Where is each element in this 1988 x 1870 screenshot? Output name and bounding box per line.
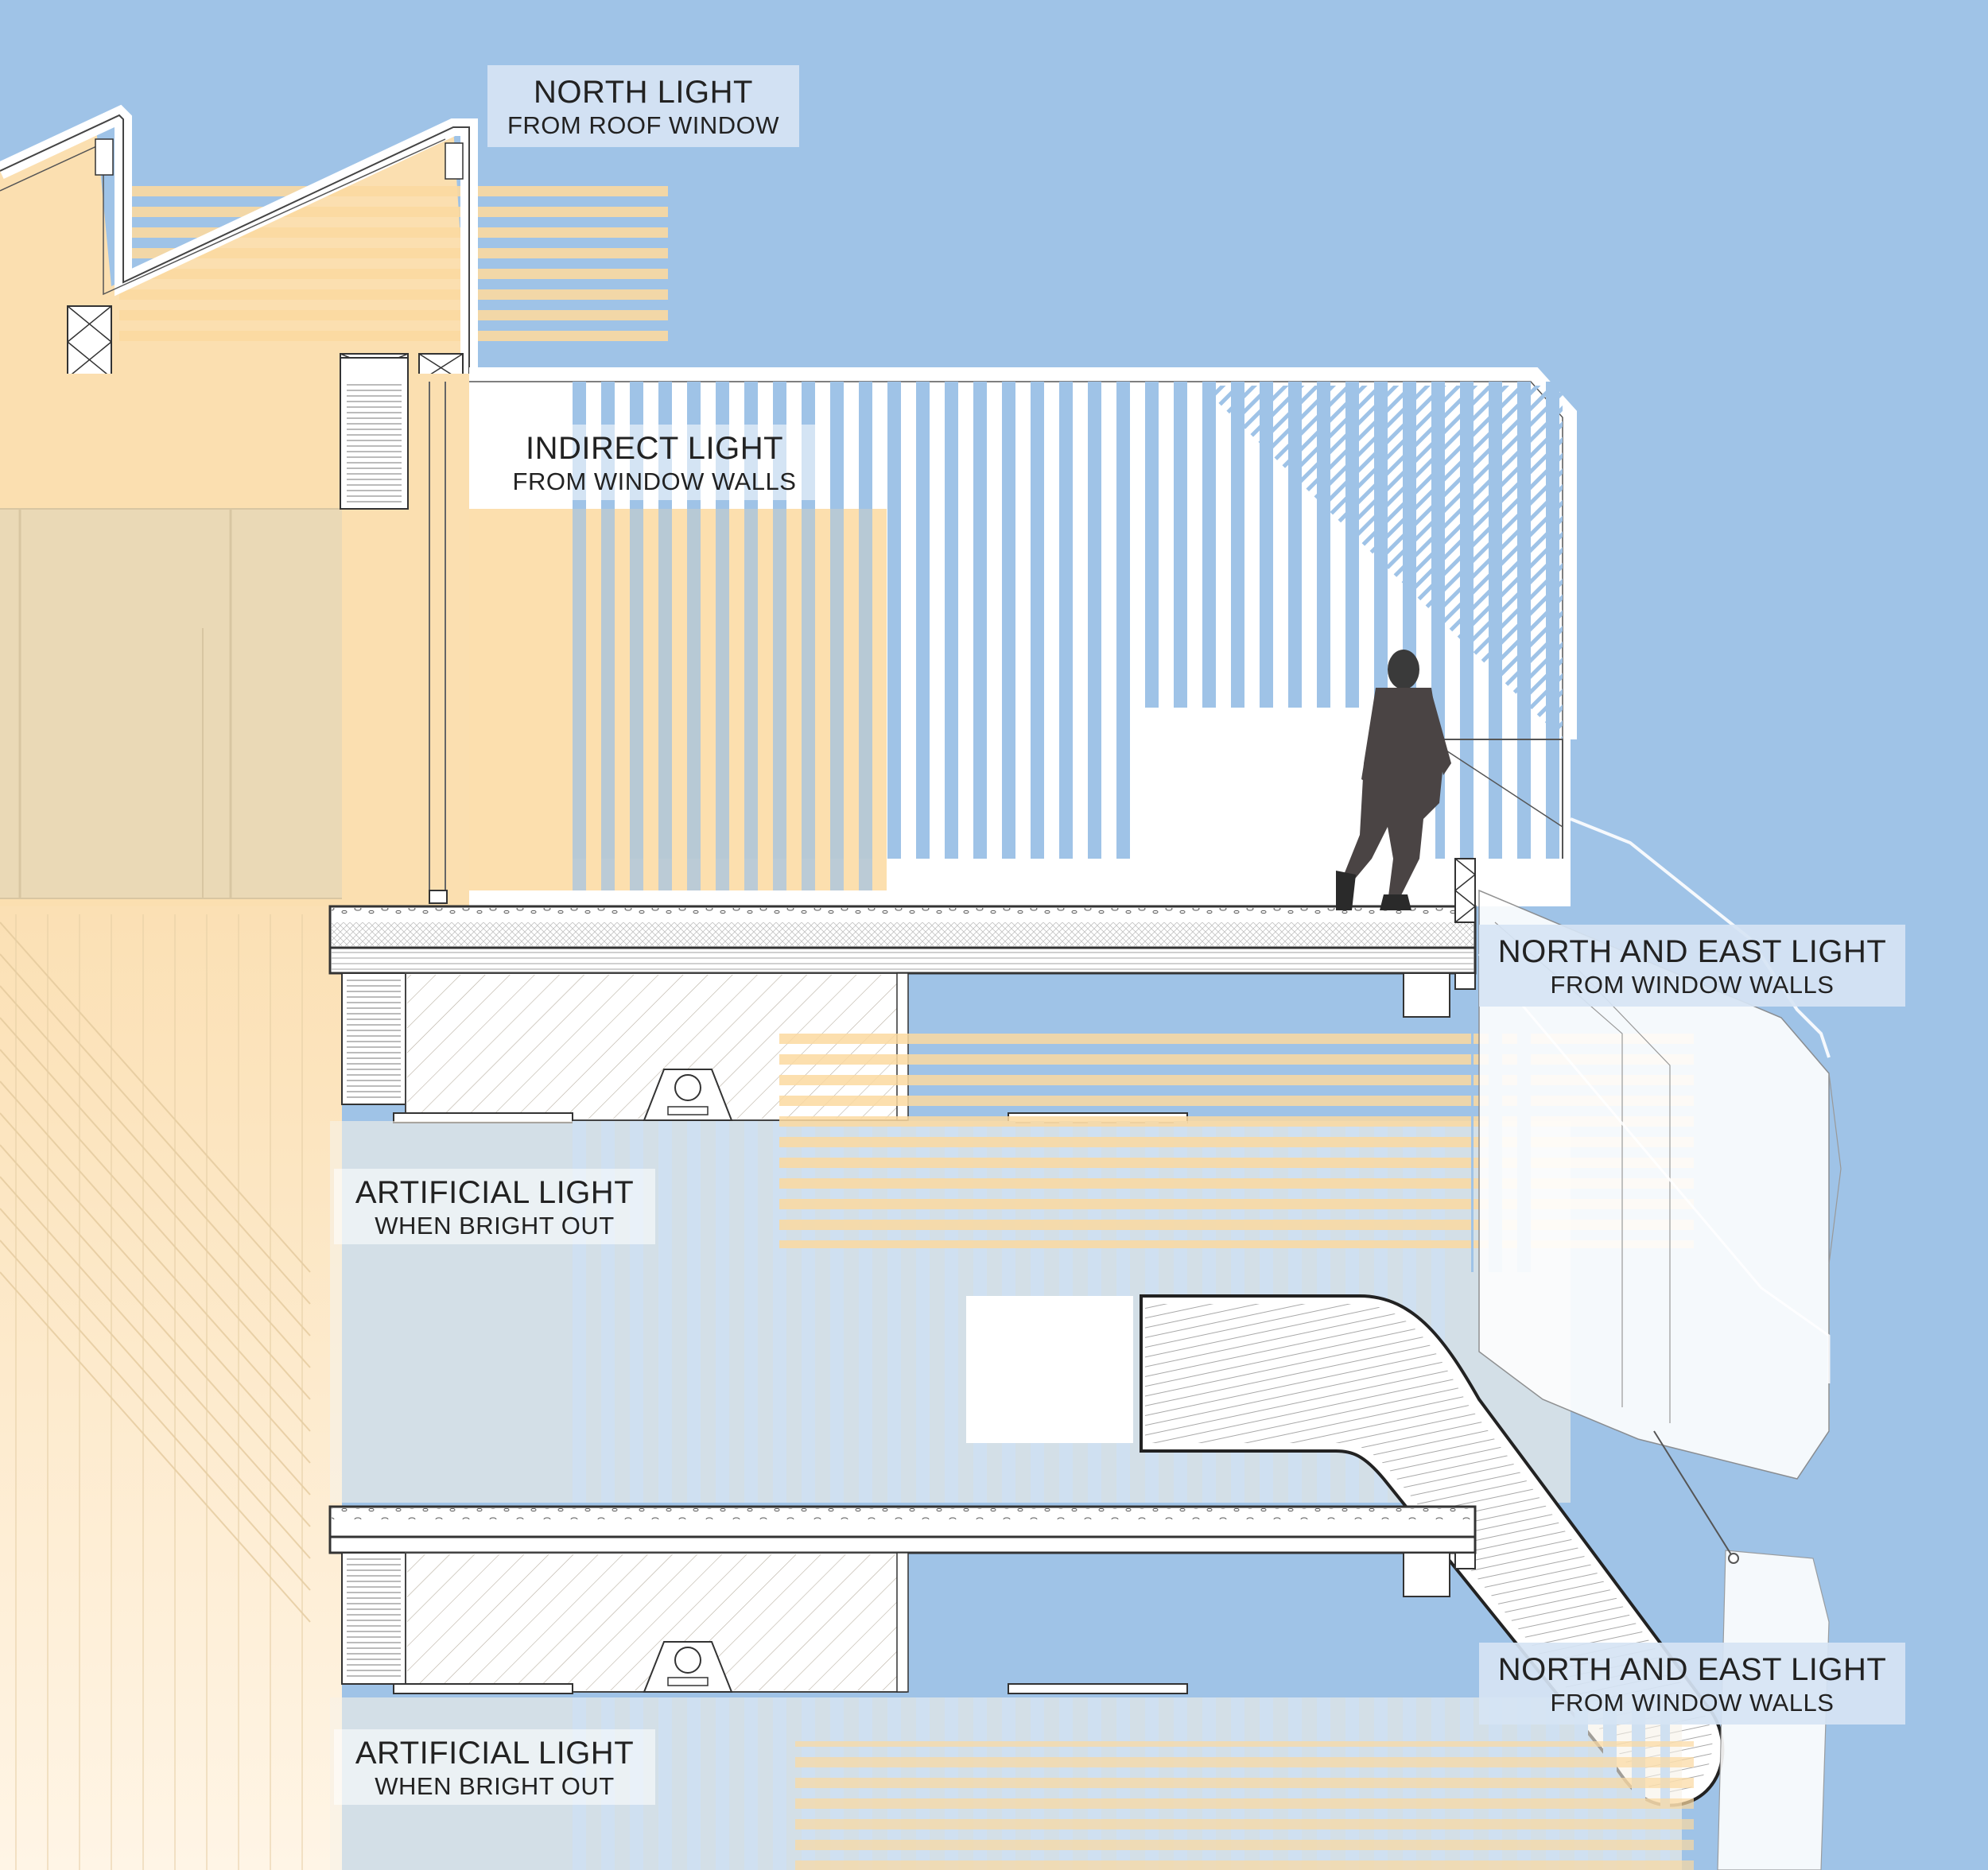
artificial-light-upper-subtitle: WHEN BRIGHT OUT [375, 1212, 615, 1240]
lower-floor-slab [328, 1505, 1477, 1569]
indirect-light-label: INDIRECT LIGHT FROM WINDOW WALLS [480, 425, 829, 500]
north-east-light-upper-title: NORTH AND EAST LIGHT [1497, 934, 1887, 969]
person-figure-icon [1336, 650, 1451, 910]
north-east-light-upper-label: NORTH AND EAST LIGHT FROM WINDOW WALLS [1479, 925, 1905, 1007]
artificial-light-upper-title: ARTIFICIAL LIGHT [355, 1175, 635, 1210]
lower-ceiling [341, 1552, 1450, 1694]
north-light-label: NORTH LIGHT FROM ROOF WINDOW [487, 65, 799, 147]
indirect-light-subtitle: FROM WINDOW WALLS [512, 468, 797, 495]
artificial-light-lower-title: ARTIFICIAL LIGHT [355, 1736, 635, 1771]
north-light-subtitle: FROM ROOF WINDOW [507, 111, 780, 139]
north-east-light-upper-subtitle: FROM WINDOW WALLS [1550, 971, 1835, 999]
indirect-light-title: INDIRECT LIGHT [525, 431, 784, 466]
upper-space [469, 367, 1577, 906]
duct-fixture-icon [643, 1069, 733, 1121]
north-east-light-lower-title: NORTH AND EAST LIGHT [1497, 1652, 1887, 1687]
north-light-title: NORTH LIGHT [534, 75, 753, 110]
artificial-light-lower-label: ARTIFICIAL LIGHT WHEN BRIGHT OUT [334, 1729, 655, 1805]
north-east-light-lower-subtitle: FROM WINDOW WALLS [1550, 1689, 1835, 1717]
north-east-light-lower-label: NORTH AND EAST LIGHT FROM WINDOW WALLS [1479, 1643, 1905, 1725]
left-interior [0, 357, 477, 1870]
roof-structure [0, 104, 668, 382]
artificial-light-lower-subtitle: WHEN BRIGHT OUT [375, 1772, 615, 1800]
artificial-light-upper-label: ARTIFICIAL LIGHT WHEN BRIGHT OUT [334, 1169, 655, 1244]
